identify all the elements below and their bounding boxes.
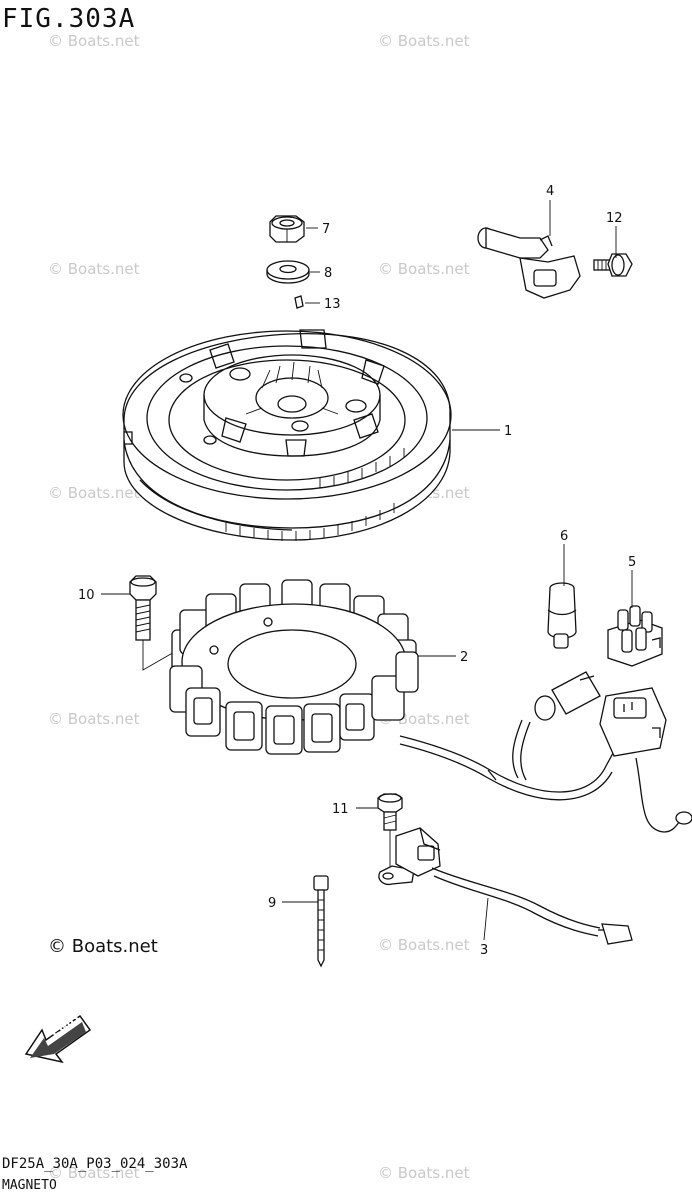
watermark: © Boats.net bbox=[48, 1164, 140, 1182]
watermark-main: © Boats.net bbox=[48, 936, 158, 957]
key-part[interactable] bbox=[294, 295, 304, 309]
callout-10: 10 bbox=[78, 588, 95, 603]
watermark: © Boats.net bbox=[378, 936, 470, 954]
callout-13: 13 bbox=[324, 297, 341, 312]
callout-3: 3 bbox=[480, 943, 488, 958]
callout-1: 1 bbox=[504, 424, 512, 439]
callout-6: 6 bbox=[560, 529, 568, 544]
watermark: © Boats.net bbox=[378, 260, 470, 278]
stator-connector[interactable] bbox=[599, 687, 692, 833]
callout-5: 5 bbox=[628, 555, 636, 570]
callout-9: 9 bbox=[268, 896, 276, 911]
cable-tie-part[interactable] bbox=[313, 875, 329, 968]
cap-part[interactable] bbox=[547, 582, 577, 649]
callout-12: 12 bbox=[606, 211, 623, 226]
washer-part[interactable] bbox=[266, 260, 310, 284]
watermark: © Boats.net bbox=[48, 32, 140, 50]
watermark: © Boats.net bbox=[378, 1164, 470, 1182]
watermark: © Boats.net bbox=[48, 484, 140, 502]
footer-code: DF25A_30A_P03_024_303A bbox=[2, 1156, 188, 1172]
footer-name: MAGNETO bbox=[2, 1178, 57, 1193]
sensor-part[interactable] bbox=[477, 227, 581, 299]
callout-2: 2 bbox=[460, 650, 468, 665]
pulser-coil-part[interactable] bbox=[378, 827, 633, 945]
pulser-bolt-part[interactable] bbox=[377, 793, 403, 870]
callout-8: 8 bbox=[324, 266, 332, 281]
watermark: © Boats.net bbox=[48, 710, 140, 728]
flywheel-part[interactable] bbox=[122, 329, 452, 541]
watermark: © Boats.net bbox=[48, 260, 140, 278]
watermark: © Boats.net bbox=[378, 32, 470, 50]
stator-plug[interactable] bbox=[534, 671, 601, 721]
nut-part[interactable] bbox=[269, 215, 305, 243]
callout-7: 7 bbox=[322, 222, 330, 237]
coupler-part[interactable] bbox=[607, 605, 663, 667]
sensor-bolt-part[interactable] bbox=[593, 253, 633, 277]
fwd-arrow-icon: FWD bbox=[24, 1013, 92, 1064]
callout-11: 11 bbox=[332, 802, 349, 817]
figure-label: FIG.303A bbox=[2, 4, 136, 34]
callout-4: 4 bbox=[546, 184, 554, 199]
stator-part[interactable] bbox=[169, 579, 619, 801]
